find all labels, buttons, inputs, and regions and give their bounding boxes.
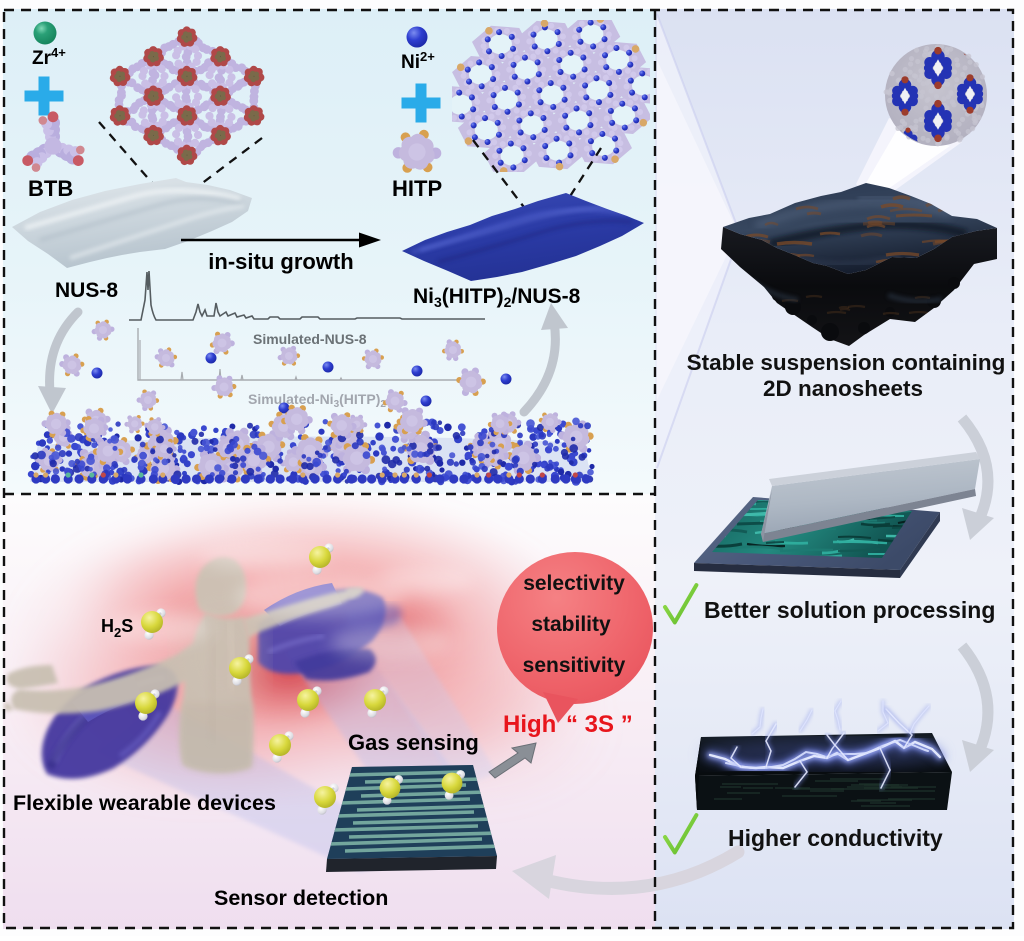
svg-text:Stable suspension containing: Stable suspension containing — [687, 350, 1006, 375]
svg-text:Sensor detection: Sensor detection — [214, 886, 388, 910]
svg-text:Simulated-NUS-8: Simulated-NUS-8 — [253, 331, 367, 347]
svg-text:stability: stability — [531, 613, 611, 636]
svg-text:High: High — [503, 711, 556, 738]
svg-text:2D nanosheets: 2D nanosheets — [763, 376, 923, 401]
svg-text:Ni2+: Ni2+ — [401, 49, 435, 73]
svg-text:selectivity: selectivity — [523, 572, 625, 595]
svg-text:in-situ growth: in-situ growth — [208, 249, 353, 274]
svg-text:sensitivity: sensitivity — [523, 654, 626, 677]
svg-text:“ 3S ”: “ 3S ” — [566, 711, 633, 738]
svg-text:Better solution processing: Better solution processing — [704, 597, 995, 623]
svg-text:Gas sensing: Gas sensing — [348, 730, 479, 755]
svg-text:BTB: BTB — [28, 176, 73, 201]
svg-text:NUS-8: NUS-8 — [55, 279, 118, 302]
svg-text:HITP: HITP — [392, 176, 442, 201]
svg-text:Higher conductivity: Higher conductivity — [728, 825, 943, 851]
svg-text:Flexible wearable devices: Flexible wearable devices — [13, 791, 276, 815]
